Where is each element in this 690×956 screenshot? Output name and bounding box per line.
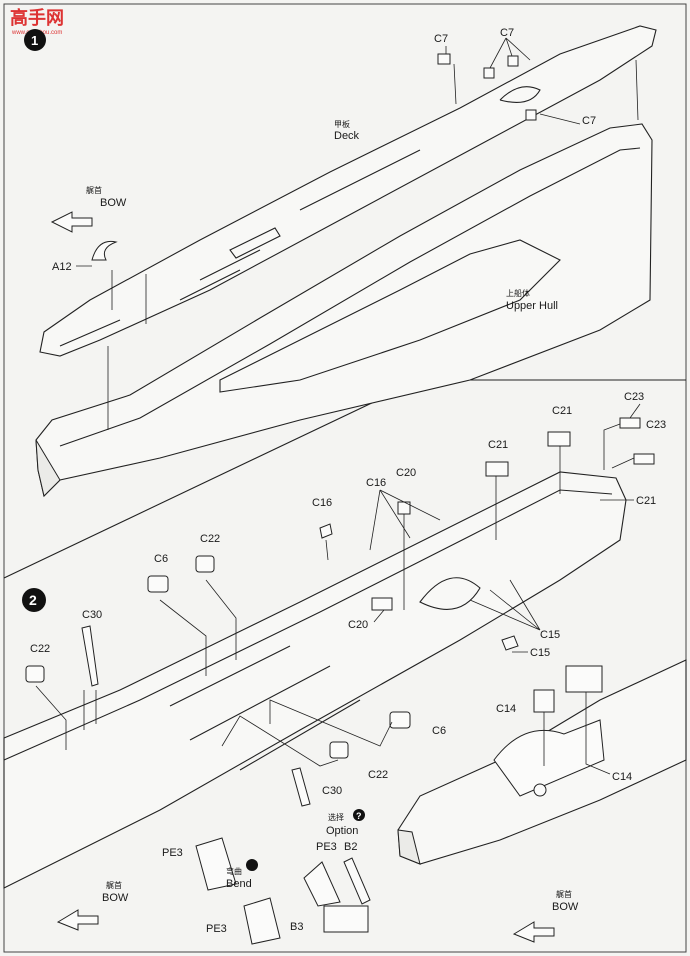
c20-label-1: C20 xyxy=(396,467,416,479)
c7-part xyxy=(437,53,451,65)
c6-part xyxy=(147,575,169,593)
bend-cn: 弯曲 xyxy=(226,866,242,876)
c23-label-1: C23 xyxy=(624,391,644,403)
bow-cn-step2-right: 艉首 xyxy=(556,889,572,899)
step-1-assembly: 艉首 BOW 甲板 Deck 上船体 Upper Hull A12 C7 C7 … xyxy=(35,25,657,498)
bow-arrow-step2-right xyxy=(512,921,555,943)
upper-hull-en: Upper Hull xyxy=(506,300,558,312)
bow-arrow-step2-left xyxy=(56,909,99,931)
pe3-option-part xyxy=(303,861,341,907)
c6-label-1: C6 xyxy=(154,553,168,565)
deck-hatch xyxy=(499,86,541,103)
bend-detail: PE3 弯曲 Bend PE3 xyxy=(162,837,281,945)
step-2-assembly: 2 C23 C23 C21 C21 C21 C20 C20 C16 C16 xyxy=(3,391,687,945)
bow-arrow-step1 xyxy=(50,211,93,233)
step-2-number: 2 xyxy=(29,592,37,608)
a12-part xyxy=(91,240,118,261)
upper-hull-cn: 上船体 xyxy=(506,288,530,298)
bow-superstructure xyxy=(493,719,605,797)
c30-label-1: C30 xyxy=(82,609,102,621)
option-cn: 选择 xyxy=(328,812,344,822)
deck-en: Deck xyxy=(334,130,360,142)
step-1-badge: 1 xyxy=(24,29,46,51)
bend-en: Bend xyxy=(226,878,252,890)
c22-label-2: C22 xyxy=(30,643,50,655)
c6-label-2: C6 xyxy=(432,725,446,737)
c23-part xyxy=(619,417,641,429)
bend-icon xyxy=(246,859,258,871)
option-detail: 选择 Option ? PE3 B2 B3 xyxy=(290,809,371,933)
hull-stern-section xyxy=(3,471,627,889)
c22-part xyxy=(195,555,215,573)
c16-label-top: C16 xyxy=(366,477,386,489)
c7-label-1: C7 xyxy=(434,33,448,45)
c30-part xyxy=(81,625,99,687)
pe3-bottom-part xyxy=(243,897,281,945)
c21-label-3: C21 xyxy=(636,495,656,507)
watermark-cn: 高手网 xyxy=(10,7,64,29)
bow-en-step1: BOW xyxy=(100,197,127,209)
c14-label-1: C14 xyxy=(496,703,516,715)
option-help-icon xyxy=(353,809,365,821)
c23-label-2: C23 xyxy=(646,419,666,431)
pe3-label-bend: PE3 xyxy=(162,847,183,859)
c30-label-2: C30 xyxy=(322,785,342,797)
deck-cn: 甲板 xyxy=(334,119,350,129)
upper-hull-opening xyxy=(219,239,561,393)
c22-label-1: C22 xyxy=(200,533,220,545)
c20-label-2: C20 xyxy=(348,619,368,631)
step-2-badge: 2 xyxy=(22,588,46,612)
pe3-bend-part xyxy=(195,837,237,891)
c21-part xyxy=(547,431,571,447)
c21-label-1: C21 xyxy=(552,405,572,417)
c15-label-1: C15 xyxy=(540,629,560,641)
c22-label-3: C22 xyxy=(368,769,388,781)
bow-cn-step2-left: 艉首 xyxy=(106,880,122,890)
c14-part xyxy=(533,689,555,713)
c14-label-2: C14 xyxy=(612,771,632,783)
b2-part xyxy=(343,857,371,905)
bow-en-step2-right: BOW xyxy=(552,901,579,913)
pe3-label-option: PE3 xyxy=(316,841,337,853)
option-en: Option xyxy=(326,825,358,837)
sheet-border xyxy=(3,3,687,953)
step-1-number: 1 xyxy=(31,33,38,48)
c15-part xyxy=(501,635,519,651)
option-icon-text: ? xyxy=(356,811,362,821)
c16-label-side: C16 xyxy=(312,497,332,509)
bow-en-step2-left: BOW xyxy=(102,892,129,904)
c15-label-2: C15 xyxy=(530,647,550,659)
c21-label-2: C21 xyxy=(488,439,508,451)
hull-hatch-ring xyxy=(419,577,481,610)
a12-label: A12 xyxy=(52,261,72,273)
pe3-label-bottom: PE3 xyxy=(206,923,227,935)
b3-label: B3 xyxy=(290,921,303,933)
c7-label-2: C7 xyxy=(500,27,514,39)
bow-cn-step1: 艉首 xyxy=(86,185,102,195)
b2-label: B2 xyxy=(344,841,357,853)
c16-part xyxy=(319,523,333,539)
c7-label-3: C7 xyxy=(582,115,596,127)
b3-part xyxy=(323,905,369,933)
deck-part xyxy=(39,25,657,357)
